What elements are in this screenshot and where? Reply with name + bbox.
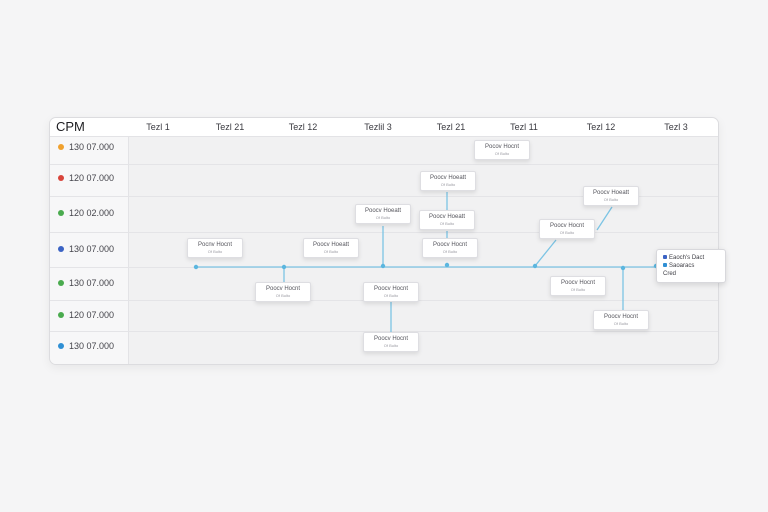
task-subtitle: Of Bulto [439,221,455,226]
task-subtitle: Of Bulto [440,182,456,187]
task-card[interactable]: Poocv Hoeatt Of Bulto [583,186,639,206]
column-header[interactable]: Tezlil 3 [364,122,392,132]
task-title: Poocv Hoeatt [592,190,630,196]
row-label-text: 120 07.000 [69,173,115,183]
row-label[interactable]: 120 07.000 [58,171,114,185]
task-card[interactable]: Poocv Hocnt Of Bulto [422,238,478,258]
row-label[interactable]: 130 07.000 [58,339,114,353]
callout-line: Cred [663,270,719,278]
task-title: Poocv Hoeatt [429,175,467,181]
row-label-text: 120 07.000 [69,310,115,320]
column-header[interactable]: Tezl 1 [146,122,170,132]
legend-square-icon [663,255,667,259]
column-header-row: CPM Tezl 1 Tezl 21 Tezl 12 Tezlil 3 Tezl… [50,118,718,137]
task-card[interactable]: Poocv Hocnt Of Bulto [363,282,419,302]
status-dot [58,312,64,318]
task-card[interactable]: Poocv Hocnt Of Bulto [255,282,311,302]
row-label-text: 130 07.000 [69,341,115,351]
row-divider [50,196,718,197]
column-header[interactable]: Tezl 21 [215,122,245,132]
row-label-text: 130 07.000 [69,244,115,254]
task-title: Poocv Hocnt [373,336,409,342]
task-card[interactable]: Poocv Hocnt Of Bulto [363,332,419,352]
task-title: Poocv Hoeatt [428,214,466,220]
task-title: Poocv Hoeatt [364,208,402,214]
status-dot [58,343,64,349]
row-label-text: 130 07.000 [69,278,115,288]
status-dot [58,280,64,286]
row-divider [50,331,718,332]
task-card[interactable]: Poocv Hoeatt Of Bulto [303,238,359,258]
status-dot [58,246,64,252]
task-subtitle: Of Bulto [375,215,391,220]
task-title: Pocnv Hocnt [197,242,233,248]
task-card[interactable]: Pocov Hocnt Of Bulto [474,140,530,160]
callout-line: Eaoch's Dact [663,254,719,262]
task-title: Poocv Hocnt [432,242,468,248]
callout-line: Saoaracs [663,262,719,270]
task-subtitle: Of Bulto [494,151,510,156]
callout-text: Cred [663,271,677,277]
task-subtitle: Of Bulto [570,287,586,292]
task-title: Poocv Hocnt [603,314,639,320]
row-label[interactable]: 130 07.000 [58,242,114,256]
column-header[interactable]: Tezl 3 [664,122,688,132]
task-title: Poocv Hocnt [560,280,596,286]
legend-callout[interactable]: Eaoch's Dact Saoaracs Cred [656,249,726,283]
task-subtitle: Of Bulto [323,249,339,254]
column-header[interactable]: Tezl 12 [586,122,616,132]
task-card[interactable]: Poocv Hocnt Of Bulto [593,310,649,330]
row-divider [50,232,718,233]
column-header[interactable]: Tezl 11 [510,122,538,132]
task-card[interactable]: Poocv Hoeatt Of Bulto [420,171,476,191]
status-dot [58,210,64,216]
task-subtitle: Of Bulto [603,197,619,202]
task-subtitle: Of Bulto [613,321,629,326]
row-label[interactable]: 130 07.000 [58,140,114,154]
cpm-board: CPM Tezl 1 Tezl 21 Tezl 12 Tezlil 3 Tezl… [49,117,719,365]
task-title: Poocv Hocnt [265,286,301,292]
row-label-text: 130 07.000 [69,142,115,152]
status-dot [58,175,64,181]
row-label[interactable]: 120 07.000 [58,308,114,322]
row-divider [50,267,718,268]
task-card[interactable]: Poocv Hocnt Of Bulto [539,219,595,239]
row-label-text: 120 02.000 [69,208,115,218]
task-subtitle: Of Bulto [275,293,291,298]
task-subtitle: Of Bulto [383,293,399,298]
task-card[interactable]: Poocv Hoeatt Of Bulto [419,210,475,230]
callout-text: Saoaracs [669,263,695,269]
task-title: Poocv Hocnt [373,286,409,292]
task-card[interactable]: Pocnv Hocnt Of Bulto [187,238,243,258]
task-subtitle: Of Bulto [442,249,458,254]
task-subtitle: Of Bulto [559,230,575,235]
column-header[interactable]: Tezl 12 [288,122,318,132]
row-divider [50,164,718,165]
row-label[interactable]: 130 07.000 [58,276,114,290]
task-title: Poocv Hocnt [549,223,585,229]
column-header[interactable]: Tezl 21 [436,122,466,132]
task-subtitle: Of Bulto [383,343,399,348]
task-card[interactable]: Poocv Hoeatt Of Bulto [355,204,411,224]
task-title: Pocov Hocnt [484,144,520,150]
callout-text: Eaoch's Dact [669,255,705,261]
status-dot [58,144,64,150]
legend-square-icon [663,263,667,267]
task-title: Poocv Hoeatt [312,242,350,248]
task-subtitle: Of Bulto [207,249,223,254]
task-card[interactable]: Poocv Hocnt Of Bulto [550,276,606,296]
row-label[interactable]: 120 02.000 [58,206,114,220]
app-title: CPM [56,119,85,134]
